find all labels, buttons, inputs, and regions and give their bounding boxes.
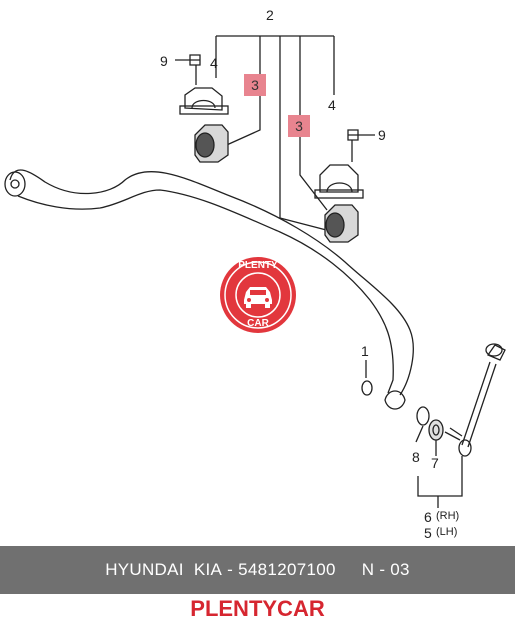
bracket-left: [179, 87, 229, 115]
watermark-bottom-text: CAR: [247, 318, 269, 329]
callout-5-side: (LH): [436, 526, 458, 538]
bushing-right: [324, 204, 359, 243]
bar-end-right: [384, 390, 406, 410]
callout-6: 6: [424, 509, 432, 525]
watermark-top-text: PLENTY: [238, 260, 278, 271]
footer-part-info: HYUNDAI KIA - 5481207100 N - 03: [0, 546, 515, 594]
footer-section: N - 03: [361, 560, 410, 579]
callout-3-left: 3: [244, 74, 266, 96]
leader-lines-2: [216, 35, 335, 233]
washer-1: [361, 380, 373, 396]
stabilizer-link: [444, 343, 506, 457]
plentycar-watermark-logo: PLENTY CAR: [219, 256, 297, 334]
link-bushing-7: [428, 419, 444, 441]
callout-9-left: 9: [160, 53, 168, 69]
callout-9-right: 9: [378, 127, 386, 143]
bracket-right: [314, 164, 364, 199]
callout-7: 7: [431, 455, 439, 471]
callout-3-right: 3: [288, 115, 310, 137]
bushing-left: [194, 124, 229, 163]
o-ring-8: [416, 406, 430, 426]
bar-end-eye: [4, 171, 26, 197]
bolt-left: [175, 54, 201, 85]
callout-1: 1: [361, 343, 369, 359]
stabilizer-bar: [9, 169, 414, 396]
callout-6-side: (RH): [436, 510, 460, 522]
footer-brand: HYUNDAI KIA: [105, 560, 223, 579]
leader-bracket-5-6: [417, 456, 463, 508]
callout-4-right: 4: [328, 97, 336, 113]
callout-4-left: 4: [210, 55, 218, 71]
callout-2: 2: [266, 7, 274, 23]
callout-8: 8: [412, 449, 420, 465]
brand-name: PLENTYCAR: [190, 596, 325, 621]
footer-part-number: 5481207100: [238, 560, 336, 579]
footer-separator: -: [222, 560, 239, 579]
callout-5: 5: [424, 525, 432, 541]
parts-diagram: [4, 35, 506, 508]
bolt-right: [347, 129, 375, 162]
leader-line-8: [415, 425, 424, 443]
